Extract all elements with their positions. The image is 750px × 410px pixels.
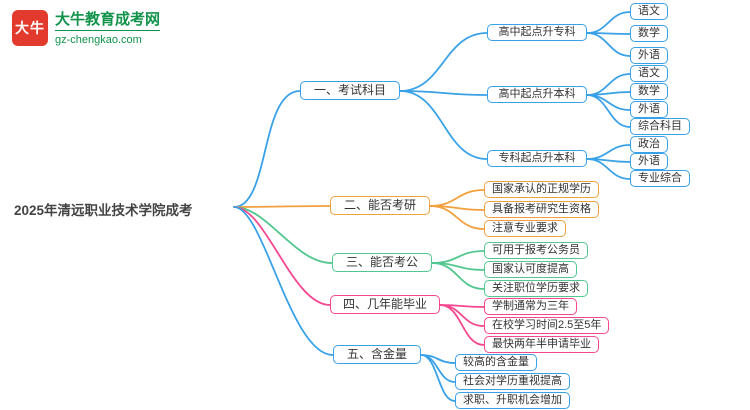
leaf-node: 国家认可度提高 [484, 261, 577, 278]
leaf-node: 综合科目 [630, 118, 690, 135]
branch-civil-service: 三、能否考公 [332, 253, 432, 272]
leaf-node: 最快两年半申请毕业 [484, 336, 599, 353]
edge [399, 90, 488, 96]
leaf-node: 求职、升职机会增加 [455, 392, 570, 409]
edge [431, 262, 485, 290]
edge [399, 90, 488, 160]
leaf-node: 在校学习时间2.5至5年 [484, 317, 610, 334]
edge [586, 32, 631, 57]
node-col-to-bachelor: 专科起点升本科 [487, 150, 587, 167]
edge [586, 158, 631, 180]
logo: 大牛 大牛教育成考网 gz-chengkao.com [12, 10, 161, 47]
edge-root-branch1 [233, 90, 301, 208]
leaf-node: 关注职位学历要求 [484, 280, 588, 297]
edge [429, 189, 485, 207]
logo-text: 大牛教育成考网 gz-chengkao.com [55, 10, 161, 47]
edge [586, 144, 631, 160]
edge-root-branch2 [233, 205, 331, 208]
edge [439, 304, 485, 327]
edge [439, 304, 485, 346]
leaf-node: 可用于报考公务员 [484, 242, 588, 259]
leaf-node: 语文 [630, 65, 668, 82]
leaf-node: 具备报考研究生资格 [484, 201, 599, 218]
branch-exam-subjects: 一、考试科目 [300, 81, 400, 100]
branch-value: 五、含金量 [333, 345, 421, 364]
leaf-node: 数学 [630, 83, 668, 100]
edge-root-branch3 [233, 206, 333, 264]
leaf-node: 国家承认的正规学历 [484, 181, 599, 198]
branch-postgrad: 二、能否考研 [330, 196, 430, 215]
root-node: 2025年清远职业技术学院成考 [14, 203, 193, 218]
node-hs-to-college: 高中起点升专科 [487, 24, 587, 41]
leaf-node: 较高的含金量 [455, 354, 537, 371]
leaf-node: 外语 [630, 101, 668, 118]
leaf-node: 数学 [630, 25, 668, 42]
edge [431, 250, 485, 264]
node-hs-to-bachelor: 高中起点升本科 [487, 86, 587, 103]
edge [429, 205, 485, 230]
leaf-node: 社会对学历重视提高 [455, 373, 570, 390]
edge-root-branch4 [233, 206, 331, 306]
logo-badge-icon: 大牛 [12, 10, 48, 46]
leaf-node: 专业综合 [630, 170, 690, 187]
leaf-node: 语文 [630, 3, 668, 20]
leaf-node: 注意专业要求 [484, 220, 566, 237]
leaf-node: 外语 [630, 153, 668, 170]
edge [586, 94, 631, 111]
leaf-node: 外语 [630, 47, 668, 64]
leaf-node: 学制通常为三年 [484, 298, 577, 315]
logo-brand: 大牛教育成考网 [55, 11, 161, 28]
edge [420, 354, 456, 402]
edge [586, 94, 631, 128]
edge-root-branch5 [233, 206, 334, 356]
edge [586, 11, 631, 34]
logo-domain: gz-chengkao.com [55, 30, 161, 47]
branch-years-to-graduate: 四、几年能毕业 [330, 295, 440, 314]
edge [399, 32, 488, 92]
leaf-node: 政治 [630, 136, 668, 153]
